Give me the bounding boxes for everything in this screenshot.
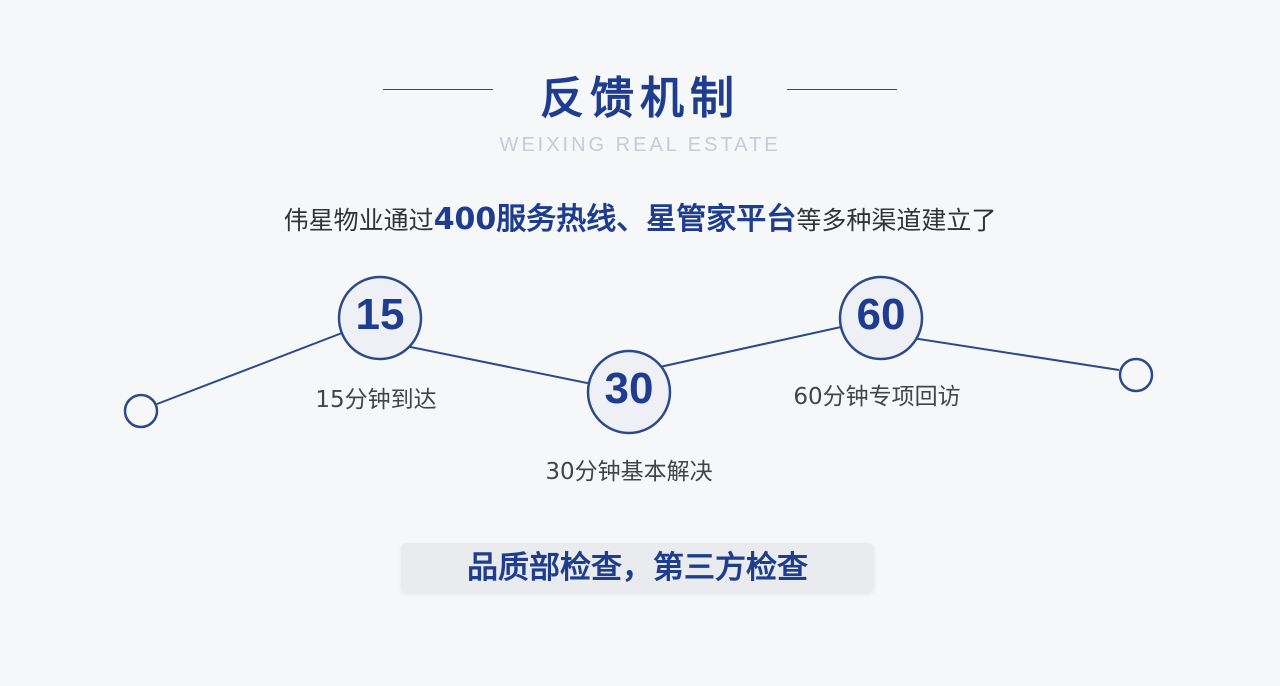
milestone-label: 15分钟到达 — [315, 387, 437, 413]
milestone-circle-30 — [586, 349, 672, 435]
milestone-circle-60 — [838, 275, 924, 361]
milestone-number: 30 — [604, 364, 654, 413]
intro-text: 伟星物业通过400服务热线、星管家平台等多种渠道建立了 — [283, 202, 997, 237]
page-title: 反馈机制 — [540, 73, 740, 124]
title-rule-left — [383, 89, 493, 90]
subtitle: WEIXING REAL ESTATE — [499, 134, 781, 156]
end-node — [1118, 357, 1154, 393]
timeline-line — [156, 325, 1120, 405]
footer-box: 品质部检查，第三方检查 — [401, 543, 874, 593]
start-node — [123, 393, 159, 429]
milestone-label: 60分钟专项回访 — [793, 384, 961, 410]
milestone-number: 15 — [355, 290, 405, 339]
title-rule-right — [787, 89, 897, 90]
milestone-number: 60 — [856, 290, 906, 339]
milestone-circle-15 — [337, 275, 423, 361]
milestone-label: 30分钟基本解决 — [545, 459, 713, 485]
